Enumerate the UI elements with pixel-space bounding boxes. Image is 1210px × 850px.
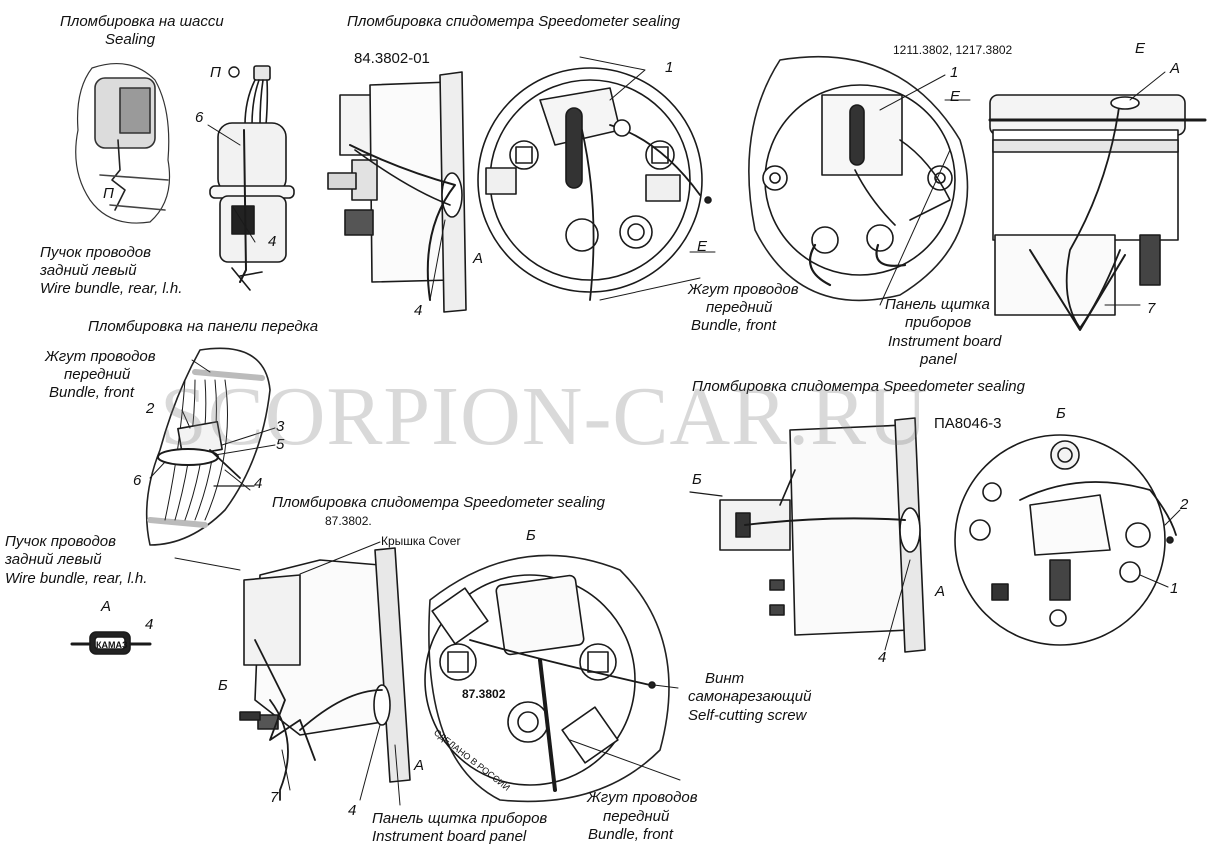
speedometer-e-side-drawing <box>988 94 1207 331</box>
wire-rear-en: Wire bundle, rear, l.h. <box>40 280 183 297</box>
kamaz-text: КАМАЗ <box>96 640 128 650</box>
view-b-pa8046: Б <box>1056 405 1066 422</box>
speedometer-pa8046-rear-drawing <box>954 434 1177 646</box>
callout-6-top: 6 <box>195 109 204 126</box>
model-87-3802: 87.3802. <box>325 514 372 528</box>
speedometer-87-rear-drawing <box>424 554 670 803</box>
sensor-seal-drawing <box>209 65 295 291</box>
callout-1-pa8046: 1 <box>1170 580 1179 597</box>
view-a-87: А <box>414 757 425 774</box>
view-b-87: Б <box>526 527 536 544</box>
speedometer-84-side-drawing <box>327 71 467 313</box>
view-p-label: П <box>210 64 221 81</box>
leader-lines <box>149 56 1181 806</box>
speedometer-1211-rear-drawing <box>748 56 969 302</box>
front-bundle-ru-1-87: Жгут проводов <box>587 789 698 806</box>
wire-rear2-ru-1: Пучок проводов <box>5 533 116 550</box>
speedometer-87-side-drawing <box>239 547 411 801</box>
callout-1-1211: 1 <box>950 64 959 81</box>
view-e-label-top: Е <box>1135 40 1146 57</box>
front-bundle-ru-2-84: передний <box>706 299 773 316</box>
callout-4-87: 4 <box>348 802 357 819</box>
callout-4-84: 4 <box>414 302 423 319</box>
front-bundle-en-87: Bundle, front <box>588 826 674 843</box>
view-p-label-2: П <box>103 185 114 202</box>
front-panel-sealing-drawing <box>145 347 271 546</box>
callout-2-panel: 2 <box>146 400 155 417</box>
callout-7-87: 7 <box>270 789 279 806</box>
screw-ru-2: самонарезающий <box>688 688 812 705</box>
callout-2-pa8046: 2 <box>1180 496 1189 513</box>
view-a-pa8046: А <box>935 583 946 600</box>
callout-3-panel: 3 <box>276 418 285 435</box>
wire-rear2-ru-2: задний левый <box>5 551 102 568</box>
front-bundle-en-84: Bundle, front <box>691 317 777 334</box>
front-bundle-ru-2: передний <box>64 366 131 383</box>
front-panel-title: Пломбировка на панели передка <box>88 318 319 335</box>
wire-rear2-en: Wire bundle, rear, l.h. <box>5 570 148 587</box>
model-pa8046: ПА8046-3 <box>934 415 1002 432</box>
callout-1-84: 1 <box>665 59 674 76</box>
view-a-kamaz: А <box>101 598 112 615</box>
speedometer-84-rear-drawing <box>477 67 712 301</box>
view-a-label-1: А <box>473 250 484 267</box>
wire-rear-ru-1: Пучок проводов <box>40 244 151 261</box>
callout-4-sensor: 4 <box>268 233 277 250</box>
board-en-1: Instrument board <box>888 333 1002 350</box>
callout-4-pa8046: 4 <box>878 649 887 666</box>
front-bundle-ru-1-84: Жгут проводов <box>688 281 799 298</box>
speedo-title-top: Пломбировка спидометра Speedometer seali… <box>347 13 680 30</box>
model-84-3802: 84.3802-01 <box>354 50 430 67</box>
chassis-title-ru: Пломбировка на шасси <box>60 13 224 30</box>
callout-5-panel: 5 <box>276 436 285 453</box>
front-bundle-ru-1: Жгут проводов <box>45 348 156 365</box>
board-ru-2: приборов <box>905 314 972 331</box>
front-bundle-en: Bundle, front <box>49 384 135 401</box>
board2-ru: Панель щитка приборов <box>372 810 548 827</box>
board-en-2: panel <box>920 351 957 368</box>
view-e-label-2: Е <box>697 238 708 255</box>
callout-4-panel: 4 <box>254 475 263 492</box>
speedo-title-bottom: Пломбировка спидометра Speedometer seali… <box>272 494 605 511</box>
model-1211-3802: 1211.3802, 1217.3802 <box>893 43 1013 57</box>
callout-7-top: 7 <box>1147 300 1156 317</box>
screw-ru-1: Винт <box>705 670 745 687</box>
speedometer-pa8046-side-drawing <box>719 417 926 653</box>
speedo-title-right: Пломбировка спидометра Speedometer seali… <box>692 378 1025 395</box>
board2-en: Instrument board panel <box>372 828 527 845</box>
screw-en: Self-cutting screw <box>688 707 807 724</box>
chassis-title-en: Sealing <box>105 31 156 48</box>
view-b-arrow-right: Б <box>692 471 702 488</box>
cover-label: Крышка Cover <box>381 534 461 548</box>
chassis-sealing-drawing <box>75 62 171 224</box>
board-ru-1: Панель щитка <box>885 296 990 313</box>
dial-87-3802: 87.3802 <box>462 687 506 701</box>
callout-4-kamaz: 4 <box>145 616 154 633</box>
kamaz-seal-drawing <box>70 631 152 655</box>
watermark: SCORPION-CAR.RU <box>160 370 929 463</box>
view-a-label-top: А <box>1170 60 1181 77</box>
wire-rear-ru-2: задний левый <box>40 262 137 279</box>
callout-6-panel: 6 <box>133 472 142 489</box>
front-bundle-ru-2-87: передний <box>603 808 670 825</box>
view-e-label-1: Е <box>950 88 961 105</box>
view-b-arrow-bottom: Б <box>218 677 228 694</box>
